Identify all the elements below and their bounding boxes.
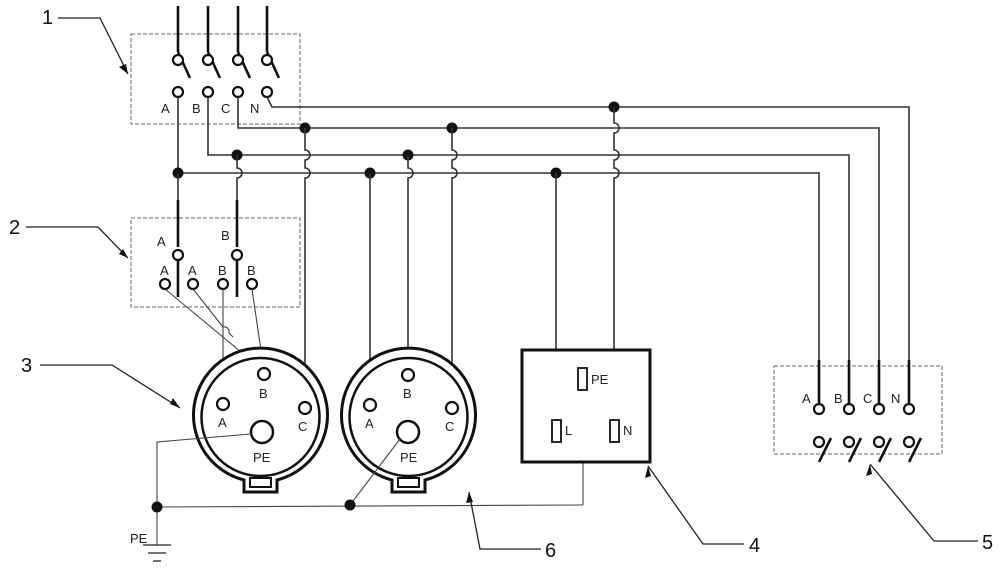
callout-5: 5 (982, 532, 993, 554)
breaker-2-box (130, 217, 301, 308)
breaker-1-box (130, 33, 301, 125)
socket-6-label-pe: PE (400, 450, 418, 465)
breaker-1-poles (171, 6, 281, 99)
breaker-5-box (773, 365, 943, 455)
breaker-5-poles (812, 360, 923, 463)
breaker-5-label-n: N (891, 391, 900, 406)
breaker-1-label-n: N (250, 101, 259, 116)
callout-3: 3 (21, 355, 32, 377)
breaker-5-label-b: B (834, 391, 843, 406)
socket-3 (192, 346, 329, 494)
outlet-4-label-l: L (565, 423, 572, 438)
ground-label-pe: PE (130, 531, 148, 546)
breaker-2-label-b2: B (247, 263, 256, 278)
callout-leaders (26, 17, 978, 550)
breaker-2-label-top-b: B (221, 228, 230, 243)
callout-1: 1 (42, 7, 53, 29)
socket-6-label-c: C (445, 419, 454, 434)
socket-6 (340, 346, 477, 494)
breaker-2-label-a1: A (160, 263, 169, 278)
outlet-4-label-n: N (623, 423, 632, 438)
breaker-1-label-b: B (192, 101, 201, 116)
breaker-1-label-c: C (221, 101, 230, 116)
breaker-2-poles (158, 200, 259, 297)
callout-6: 6 (545, 540, 556, 562)
bus-wires (177, 96, 910, 360)
breaker-5-label-c: C (863, 391, 872, 406)
callout-2: 2 (9, 217, 20, 239)
breaker-5-label-a: A (802, 391, 811, 406)
socket-6-label-b: B (403, 386, 412, 401)
socket-6-label-a: A (365, 416, 374, 431)
socket-3-label-c: C (298, 419, 307, 434)
socket-3-label-pe: PE (253, 450, 271, 465)
socket-3-label-b: B (259, 386, 268, 401)
breaker-1-label-a: A (161, 101, 170, 116)
breaker-2-label-b1: B (218, 263, 227, 278)
callout-4: 4 (749, 535, 760, 557)
breaker-2-label-a2: A (188, 263, 197, 278)
socket-3-label-a: A (218, 415, 227, 430)
junction-dots (172, 101, 620, 179)
breaker-2-label-top-a: A (157, 234, 166, 249)
callout-arrowheads (119, 64, 872, 503)
ground-icon (143, 544, 171, 562)
pe-wiring (151, 390, 584, 545)
outlet-4 (520, 348, 652, 464)
outlet-4-label-pe: PE (591, 372, 609, 387)
